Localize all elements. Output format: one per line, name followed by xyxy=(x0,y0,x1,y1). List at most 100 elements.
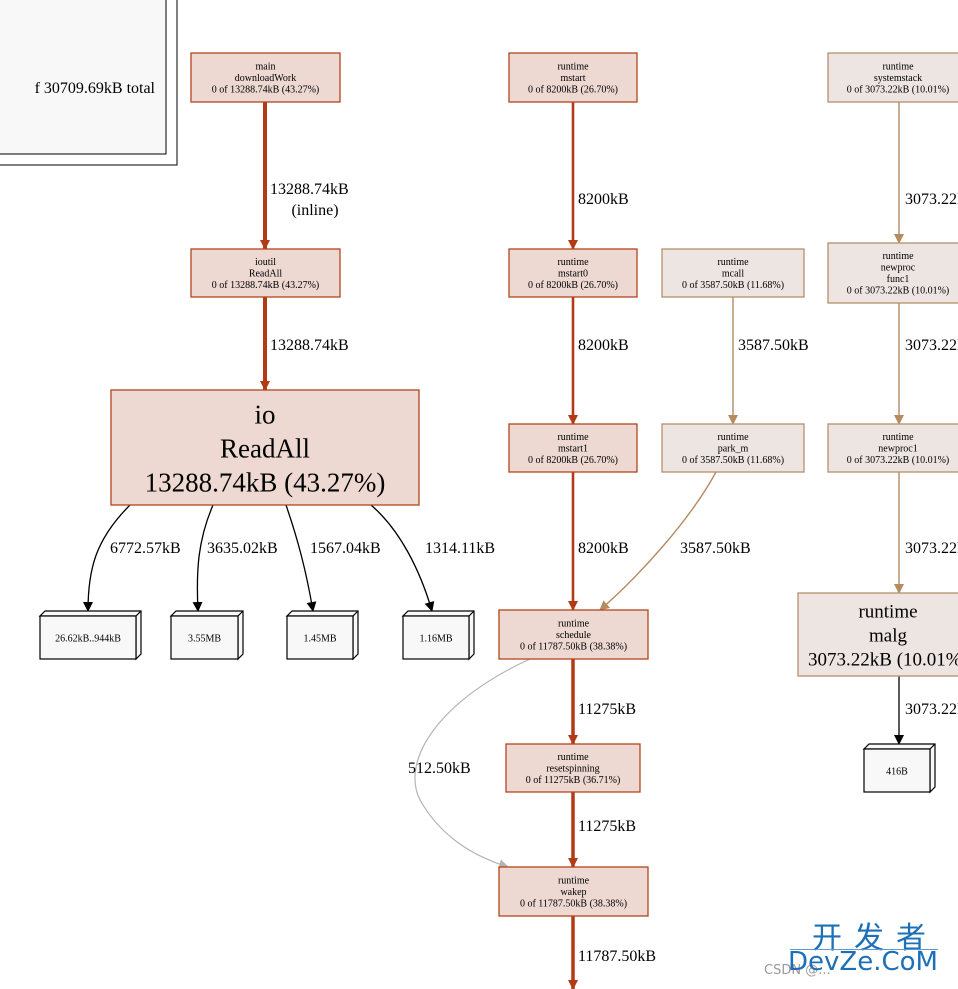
node-stat: 0 of 3073.22kB (10.01%) xyxy=(847,455,950,466)
allocation-size-node[interactable]: 1.45MB xyxy=(285,610,359,661)
edge[interactable]: 512.50kB xyxy=(408,658,531,870)
edge-label: 13288.74kB xyxy=(270,181,349,198)
edge-label: 3635.02kB xyxy=(207,540,278,557)
allocation-size-node[interactable]: 26.62kB..944kB xyxy=(38,610,142,661)
node-function: mcall xyxy=(722,268,744,279)
allocation-size-label: 26.62kB..944kB xyxy=(55,634,121,645)
node-box xyxy=(498,866,649,917)
node-function: mstart0 xyxy=(558,268,588,279)
node-stat: 0 of 8200kB (26.70%) xyxy=(528,455,618,466)
edge[interactable]: 3587.50kB xyxy=(728,297,809,425)
edge-label: 3073.22kB xyxy=(905,701,958,718)
edge-label: 11787.50kB xyxy=(578,948,656,965)
edge[interactable]: 3073.22kB xyxy=(894,472,958,594)
edge-line xyxy=(83,504,131,612)
node-stat: 0 of 11275kB (36.71%) xyxy=(526,775,621,786)
edge[interactable]: 13288.74kB (inline) xyxy=(260,102,349,250)
edge[interactable]: 11275kB xyxy=(568,659,636,745)
node-package: runtime xyxy=(557,257,589,268)
edge-label: 6772.57kB xyxy=(110,540,181,557)
watermark-en: DevZe.CoM xyxy=(788,947,938,977)
edge[interactable]: 8200kB xyxy=(568,472,629,611)
node-stat: 0 of 8200kB (26.70%) xyxy=(528,84,618,95)
edge[interactable]: 3073.22kB xyxy=(894,676,958,745)
node-box xyxy=(661,248,805,298)
node-function: wakep xyxy=(560,887,586,898)
node-function: malg xyxy=(869,626,907,647)
box-front xyxy=(402,615,470,660)
edge-line xyxy=(414,658,531,870)
box-front xyxy=(39,615,137,660)
node-stat: 0 of 3587.50kB (11.68%) xyxy=(682,280,784,291)
edge[interactable]: 11275kB xyxy=(568,792,636,868)
edge[interactable]: 1567.04kB xyxy=(285,504,381,612)
node-stat: 3073.22kB (10.01%) xyxy=(808,650,958,671)
node-stat: 0 of 3073.22kB (10.01%) xyxy=(847,286,950,297)
node-package: runtime xyxy=(557,61,589,72)
box-3d-edge xyxy=(352,610,359,617)
node-function: mstart xyxy=(561,73,586,84)
edge[interactable]: 3635.02kB xyxy=(192,504,278,612)
box-front xyxy=(286,615,354,660)
edge[interactable]: 6772.57kB xyxy=(83,504,181,612)
node-package: ioutil xyxy=(255,257,276,268)
edge[interactable]: 8200kB xyxy=(568,102,629,250)
node-function-sub: func1 xyxy=(887,274,910,285)
node-box xyxy=(190,248,341,298)
edge[interactable]: 8200kB xyxy=(568,297,629,425)
node-stat: 0 of 8200kB (26.70%) xyxy=(528,280,618,291)
allocation-size-node[interactable]: 1.16MB xyxy=(401,610,475,661)
node-box xyxy=(827,52,958,103)
edge[interactable]: 13288.74kB xyxy=(260,297,349,391)
node-function: downloadWork xyxy=(235,73,296,84)
node-box xyxy=(190,52,341,103)
node-box xyxy=(797,592,958,677)
node-function: resetspinning xyxy=(546,763,599,774)
node-package: runtime xyxy=(558,618,590,629)
legend-total-text: f 30709.69kB total xyxy=(35,80,156,97)
edge[interactable]: 3073.22kB xyxy=(894,102,958,244)
node-stat: 0 of 13288.74kB (43.27%) xyxy=(212,280,320,291)
allocation-size-node[interactable]: 416B xyxy=(862,743,936,794)
node-package: runtime xyxy=(717,432,749,443)
edge[interactable]: 11787.50kB xyxy=(568,916,656,989)
node-box xyxy=(508,423,638,473)
node-stat: 13288.74kB (43.27%) xyxy=(145,468,386,498)
node-package: main xyxy=(256,61,276,72)
node-package: runtime xyxy=(882,251,914,262)
node-package: runtime xyxy=(557,752,589,763)
node-package: runtime xyxy=(558,875,590,886)
allocation-size-node[interactable]: 3.55MB xyxy=(169,610,244,661)
node-function: schedule xyxy=(556,630,592,641)
edge-label-secondary: (inline) xyxy=(291,202,338,219)
node-box xyxy=(827,242,958,304)
edge[interactable]: 3587.50kB xyxy=(599,471,751,611)
edge[interactable]: 3073.22kB xyxy=(894,303,958,425)
node-function: ReadAll xyxy=(220,434,310,464)
edge[interactable]: 1314.11kB xyxy=(370,504,495,612)
edge-line xyxy=(599,471,717,611)
box-3d-edge xyxy=(237,610,244,617)
edge-label: 3587.50kB xyxy=(738,337,809,354)
node-function: park_m xyxy=(718,443,749,454)
edge-label: 1314.11kB xyxy=(425,540,495,557)
edge-label: 3073.22kB xyxy=(905,337,958,354)
node-stat: 0 of 11787.50kB (38.38%) xyxy=(520,641,627,652)
node-function: mstart1 xyxy=(558,443,588,454)
node-box xyxy=(508,52,638,103)
